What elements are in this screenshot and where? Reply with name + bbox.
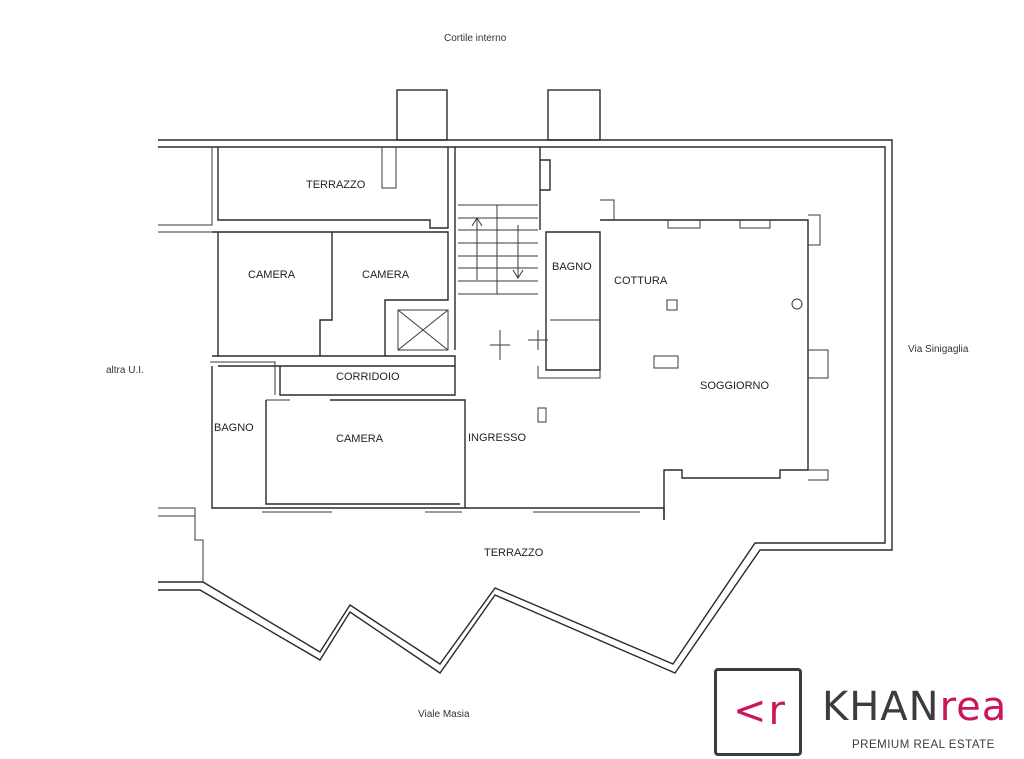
camera-3-label: CAMERA [336, 433, 384, 445]
brand-name-left: KHAN [822, 684, 940, 730]
cottura-label: COTTURA [614, 275, 668, 287]
brand-name-right: rea [939, 684, 1008, 730]
via-sinigaglia-label: Via Sinigaglia [908, 344, 969, 355]
top-terrace [217, 147, 449, 229]
living-area [537, 199, 829, 520]
terrace-bottom-label: TERRAZZO [484, 547, 544, 559]
outer-walls [158, 139, 893, 674]
ingresso-label: INGRESSO [468, 432, 527, 444]
courtyard-label: Cortile interno [444, 33, 507, 44]
viale-masia-label: Viale Masia [418, 709, 470, 720]
bagno-2-label: BAGNO [214, 422, 254, 434]
brand-name: KHANrea [822, 684, 1007, 730]
lower-rooms [210, 361, 665, 520]
corridoio-label: CORRIDOIO [336, 371, 400, 383]
logo-mark: <r [733, 688, 787, 734]
camera-1-label: CAMERA [248, 269, 296, 281]
brand-tagline: PREMIUM REAL ESTATE [852, 739, 995, 751]
courtyard-stubs [396, 89, 601, 141]
altra-ui-label: altra U.I. [106, 365, 144, 376]
logo-mark-box: <r [714, 668, 802, 756]
camera-2-label: CAMERA [362, 269, 410, 281]
terrace-top-label: TERRAZZO [306, 179, 366, 191]
stairwell [454, 147, 551, 350]
bagno-1-label: BAGNO [552, 261, 592, 273]
bagno-right [490, 231, 601, 371]
soggiorno-label: SOGGIORNO [700, 380, 770, 392]
bedrooms-top [212, 231, 456, 367]
